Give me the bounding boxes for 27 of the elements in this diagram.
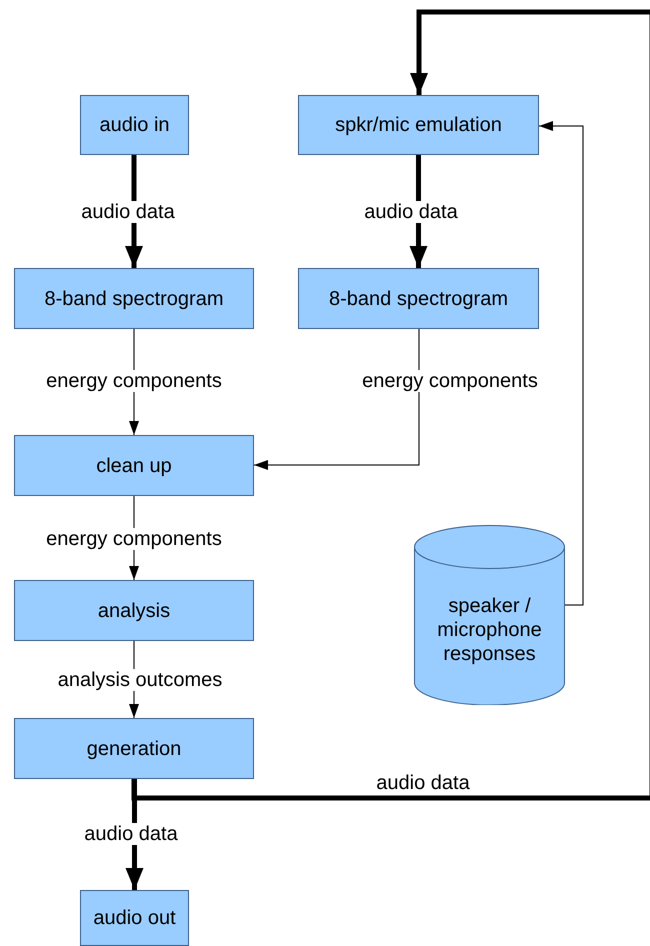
process-box bbox=[14, 268, 254, 329]
node-label: audio in bbox=[99, 113, 170, 137]
node-label: audio out bbox=[93, 906, 176, 930]
edge-label: analysis outcomes bbox=[56, 669, 224, 691]
process-box bbox=[298, 95, 539, 155]
node-label: speaker / microphone responses bbox=[436, 594, 543, 666]
arrow bbox=[538, 121, 584, 606]
arrow bbox=[132, 10, 650, 800]
node-label: generation bbox=[86, 736, 182, 760]
edge-label: audio data bbox=[79, 201, 177, 223]
process-box bbox=[14, 435, 254, 496]
arrow bbox=[254, 328, 420, 470]
edge-label: audio data bbox=[82, 823, 180, 845]
edge-label: energy components bbox=[44, 370, 224, 392]
edge-label: energy components bbox=[360, 370, 540, 392]
node-label: spkr/mic emulation bbox=[335, 113, 502, 137]
edge-label: audio data bbox=[362, 201, 460, 223]
node-label: clean up bbox=[96, 454, 172, 478]
process-box bbox=[14, 718, 254, 779]
process-box bbox=[14, 580, 254, 641]
node-label: 8-band spectrogram bbox=[44, 286, 224, 310]
process-box bbox=[80, 95, 189, 155]
edge-label: energy components bbox=[44, 528, 224, 550]
process-box bbox=[80, 890, 189, 946]
process-box bbox=[298, 268, 539, 329]
node-label: analysis bbox=[98, 598, 170, 622]
node-label: 8-band spectrogram bbox=[329, 286, 508, 310]
